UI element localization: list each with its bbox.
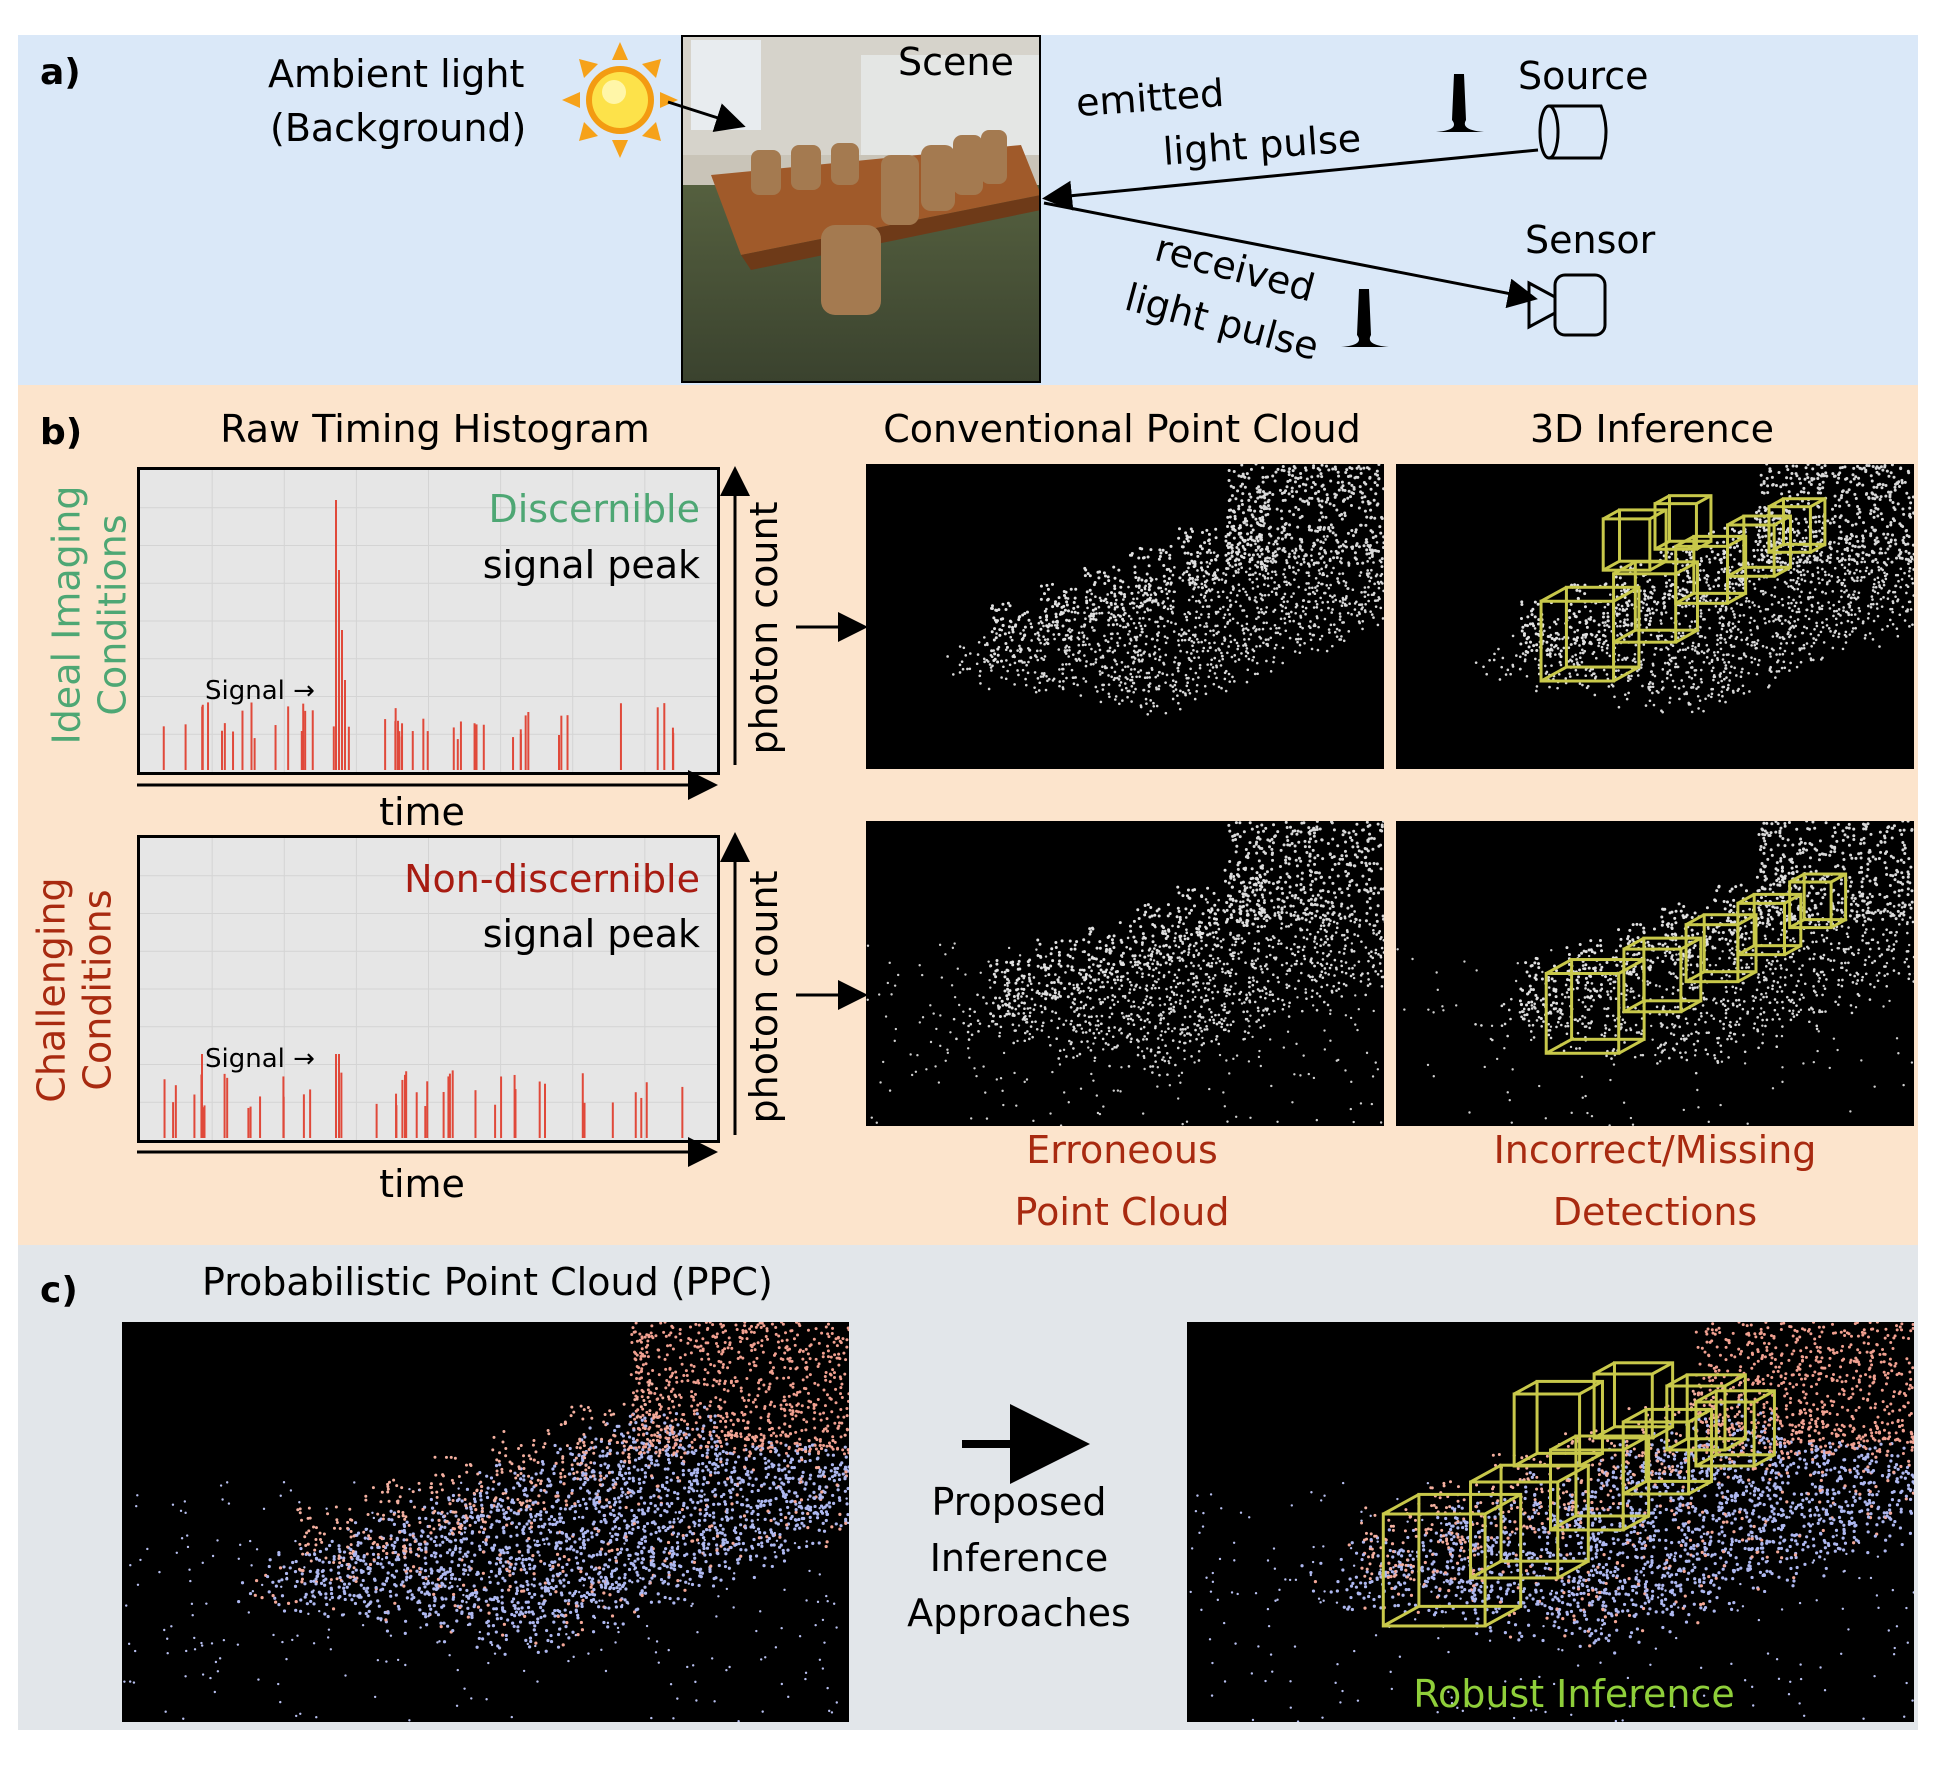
xlabel-time-2: time bbox=[379, 1162, 465, 1206]
histogram-challenging bbox=[137, 835, 720, 1143]
histogram-ideal bbox=[137, 467, 720, 775]
sensor-camera-icon bbox=[1527, 273, 1607, 337]
bbox-cube bbox=[1665, 1373, 1747, 1452]
approaches-label: Approaches bbox=[907, 1591, 1131, 1635]
bbox-cube bbox=[1621, 1407, 1714, 1496]
inference-point-cloud-ideal bbox=[1396, 464, 1914, 769]
header-conventional: Conventional Point Cloud bbox=[883, 407, 1361, 451]
detections-error-label: Detections bbox=[1552, 1190, 1758, 1234]
bbox-cube bbox=[1512, 1379, 1604, 1468]
header-histogram: Raw Timing Histogram bbox=[220, 407, 650, 451]
proposed-label: Proposed bbox=[931, 1480, 1107, 1524]
bbox-cube bbox=[1653, 494, 1713, 551]
incorrect-missing-label: Incorrect/Missing bbox=[1493, 1128, 1817, 1172]
bbox-cube bbox=[1601, 508, 1668, 572]
bbox-cube bbox=[1592, 1361, 1675, 1440]
erroneous-label: Erroneous bbox=[1026, 1128, 1218, 1172]
bbox-cube bbox=[1622, 936, 1703, 1014]
inference-label: Inference bbox=[929, 1536, 1109, 1580]
ppc-title: Probabilistic Point Cloud (PPC) bbox=[202, 1260, 773, 1304]
source-label: Source bbox=[1518, 54, 1649, 98]
non-discernible-label: Non-discernible bbox=[404, 857, 700, 901]
source-emitter-icon bbox=[1538, 104, 1608, 160]
signal-peak-label-1: signal peak bbox=[482, 543, 700, 587]
robust-inference-label: Robust Inference bbox=[1413, 1672, 1735, 1716]
signal-annotation-2: Signal → bbox=[205, 1044, 315, 1074]
signal-annotation-1: Signal → bbox=[205, 676, 315, 706]
ylabel-photon-count-1: photon count bbox=[742, 501, 787, 755]
robust-inference-point-cloud bbox=[1187, 1322, 1914, 1722]
header-3d-inference: 3D Inference bbox=[1529, 407, 1775, 451]
panel-c-label: c) bbox=[40, 1270, 78, 1311]
sensor-label: Sensor bbox=[1525, 218, 1656, 262]
signal-peak-label-2: signal peak bbox=[482, 912, 700, 956]
scene-photo bbox=[681, 35, 1041, 383]
ambient-light-label: Ambient light bbox=[268, 52, 525, 96]
conventional-point-cloud-challenging bbox=[866, 821, 1384, 1126]
ambient-background-label: (Background) bbox=[270, 106, 527, 150]
bbox-cube bbox=[1767, 497, 1827, 554]
panel-b-label: b) bbox=[40, 412, 83, 453]
received-pulse-icon bbox=[1341, 289, 1389, 347]
emitted-pulse-icon bbox=[1436, 74, 1484, 132]
sun-icon bbox=[562, 42, 678, 158]
bbox-cube bbox=[1788, 872, 1848, 930]
probabilistic-point-cloud bbox=[122, 1322, 849, 1722]
ylabel-photon-count-2: photon count bbox=[742, 870, 787, 1124]
bbox-cube bbox=[1469, 1463, 1590, 1580]
point-cloud-error-label: Point Cloud bbox=[1014, 1190, 1230, 1234]
inference-point-cloud-challenging bbox=[1396, 821, 1914, 1126]
panel-a-label: a) bbox=[40, 52, 81, 93]
xlabel-time-1: time bbox=[379, 790, 465, 834]
bbox-cube bbox=[1736, 892, 1803, 957]
discernible-label: Discernible bbox=[488, 487, 700, 531]
scene-label: Scene bbox=[898, 40, 1014, 84]
conventional-point-cloud-ideal bbox=[866, 464, 1384, 769]
